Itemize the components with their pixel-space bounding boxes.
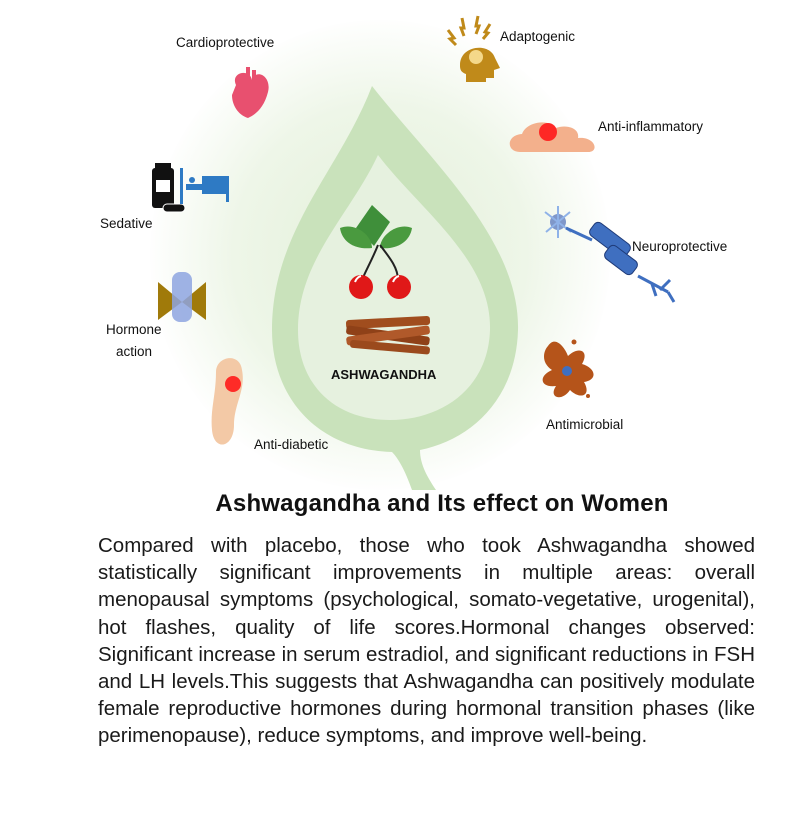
neuron-icon [544,206,676,303]
label-anti-inflammatory: Anti-inflammatory [598,119,704,134]
label-sedative: Sedative [100,216,153,231]
center-label: ASHWAGANDHA [331,367,437,382]
label-hormone-action: action [116,344,153,359]
leaf-illustration [152,15,676,490]
brain-head-icon [446,15,500,82]
label-adaptogenic: Adaptogenic [500,29,576,44]
label-neuroprotective: Neuroprotective [632,239,728,254]
hormone-gland-icon [158,272,206,322]
label-cardioprotective: Cardioprotective [176,35,275,50]
label-anti-diabetic: Anti-diabetic [254,437,329,452]
cherry-icon [340,205,412,299]
page-title: Ashwagandha and Its effect on Women [215,490,669,517]
microbe-icon [542,339,594,398]
label-antimicrobial: Antimicrobial [546,417,624,432]
medicine-bed-icon [152,163,229,213]
body-paragraph: Compared with placebo, those who took As… [98,534,755,748]
root-sticks-icon [346,315,431,355]
foot-icon [211,358,243,445]
label-hormone: Hormone [106,322,162,337]
heart-icon [232,67,269,118]
inflamed-skin-icon [509,122,595,152]
